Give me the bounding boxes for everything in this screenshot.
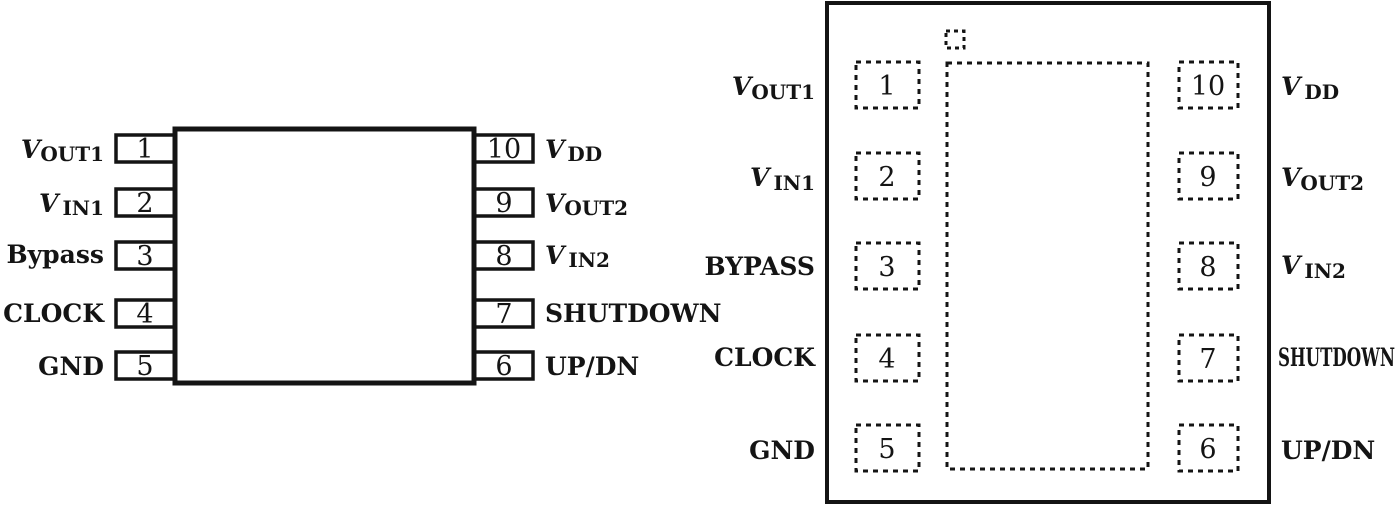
- msop-pin-number: 4: [136, 299, 153, 330]
- msop-pin-label-6: UP/DN: [545, 352, 639, 381]
- dfn-pin-label-6: UP/DN: [1281, 436, 1375, 465]
- msop-pin-box-7: [472, 298, 535, 329]
- dfn-pad-3: [854, 241, 921, 291]
- dfn-pin-label-7: SHUTDOWN: [1278, 343, 1395, 372]
- msop-pin-box-6: [472, 350, 535, 381]
- dfn-pin-number: 8: [1199, 252, 1216, 283]
- msop-pin-number: 10: [487, 134, 521, 165]
- dfn-pad-10: [1177, 60, 1240, 110]
- msop-pin-label-3: Bypass: [7, 240, 105, 269]
- msop-pin-box-3: [114, 240, 177, 271]
- msop-pin-label-7: SHUTDOWN: [545, 299, 721, 328]
- dfn-pin-number: 2: [878, 162, 895, 193]
- msop-pin-box-9: [472, 187, 535, 218]
- dfn-pin-number: 5: [878, 434, 895, 465]
- dfn-pin-label-9: VOUT2: [1281, 163, 1364, 195]
- msop-body: [172, 126, 477, 386]
- dfn-pad-7: [1177, 333, 1240, 383]
- dfn-exposed-pad: [945, 61, 1150, 471]
- dfn-pin-number: 3: [878, 252, 895, 283]
- msop-pin-number: 7: [495, 299, 512, 330]
- dfn-pin-label-4: CLOCK: [714, 343, 816, 372]
- msop-pin-number: 9: [495, 188, 512, 219]
- dfn-pin-label-3: BYPASS: [705, 252, 815, 281]
- msop-pin-label-1: VOUT1: [21, 135, 104, 166]
- msop-pin-number: 6: [495, 351, 512, 382]
- msop-pin-label-4: CLOCK: [3, 299, 105, 328]
- dfn-pin-label-5: GND: [749, 436, 815, 465]
- msop-pin-box-5: [114, 350, 177, 381]
- msop-pin-label-9: VOUT2: [545, 189, 628, 220]
- msop-pin-number: 2: [136, 188, 153, 219]
- msop-pin-box-10: [472, 133, 535, 164]
- msop-pin-box-2: [114, 187, 177, 218]
- dfn-pad-8: [1177, 241, 1240, 291]
- dfn-pin-number: 10: [1191, 71, 1225, 102]
- dfn-pad-9: [1177, 151, 1240, 201]
- msop-pin-box-8: [472, 240, 535, 271]
- dfn-pad-1: [854, 60, 921, 110]
- dfn-pad-4: [854, 333, 921, 383]
- msop-pin-number: 3: [136, 241, 153, 272]
- msop-pin-number: 5: [136, 351, 153, 382]
- dfn-pad-2: [854, 151, 921, 201]
- dfn-pin1-marker: [944, 29, 966, 50]
- dfn-pad-5: [854, 423, 921, 473]
- dfn-pad-6: [1177, 423, 1240, 473]
- dfn-pin-number: 9: [1199, 162, 1216, 193]
- msop-pin-number: 8: [495, 241, 512, 272]
- dfn-pin-label-1: VOUT1: [732, 72, 815, 104]
- dfn-pin-number: 6: [1199, 434, 1216, 465]
- dfn-pin-number: 1: [878, 71, 895, 102]
- msop-pin-label-5: GND: [38, 352, 104, 381]
- msop-pin-box-1: [114, 133, 177, 164]
- dfn-pin-number: 7: [1199, 344, 1216, 375]
- msop-pin-box-4: [114, 298, 177, 329]
- dfn-body: [825, 1, 1271, 504]
- dfn-pin-number: 4: [878, 344, 895, 375]
- msop-pin-number: 1: [136, 134, 153, 165]
